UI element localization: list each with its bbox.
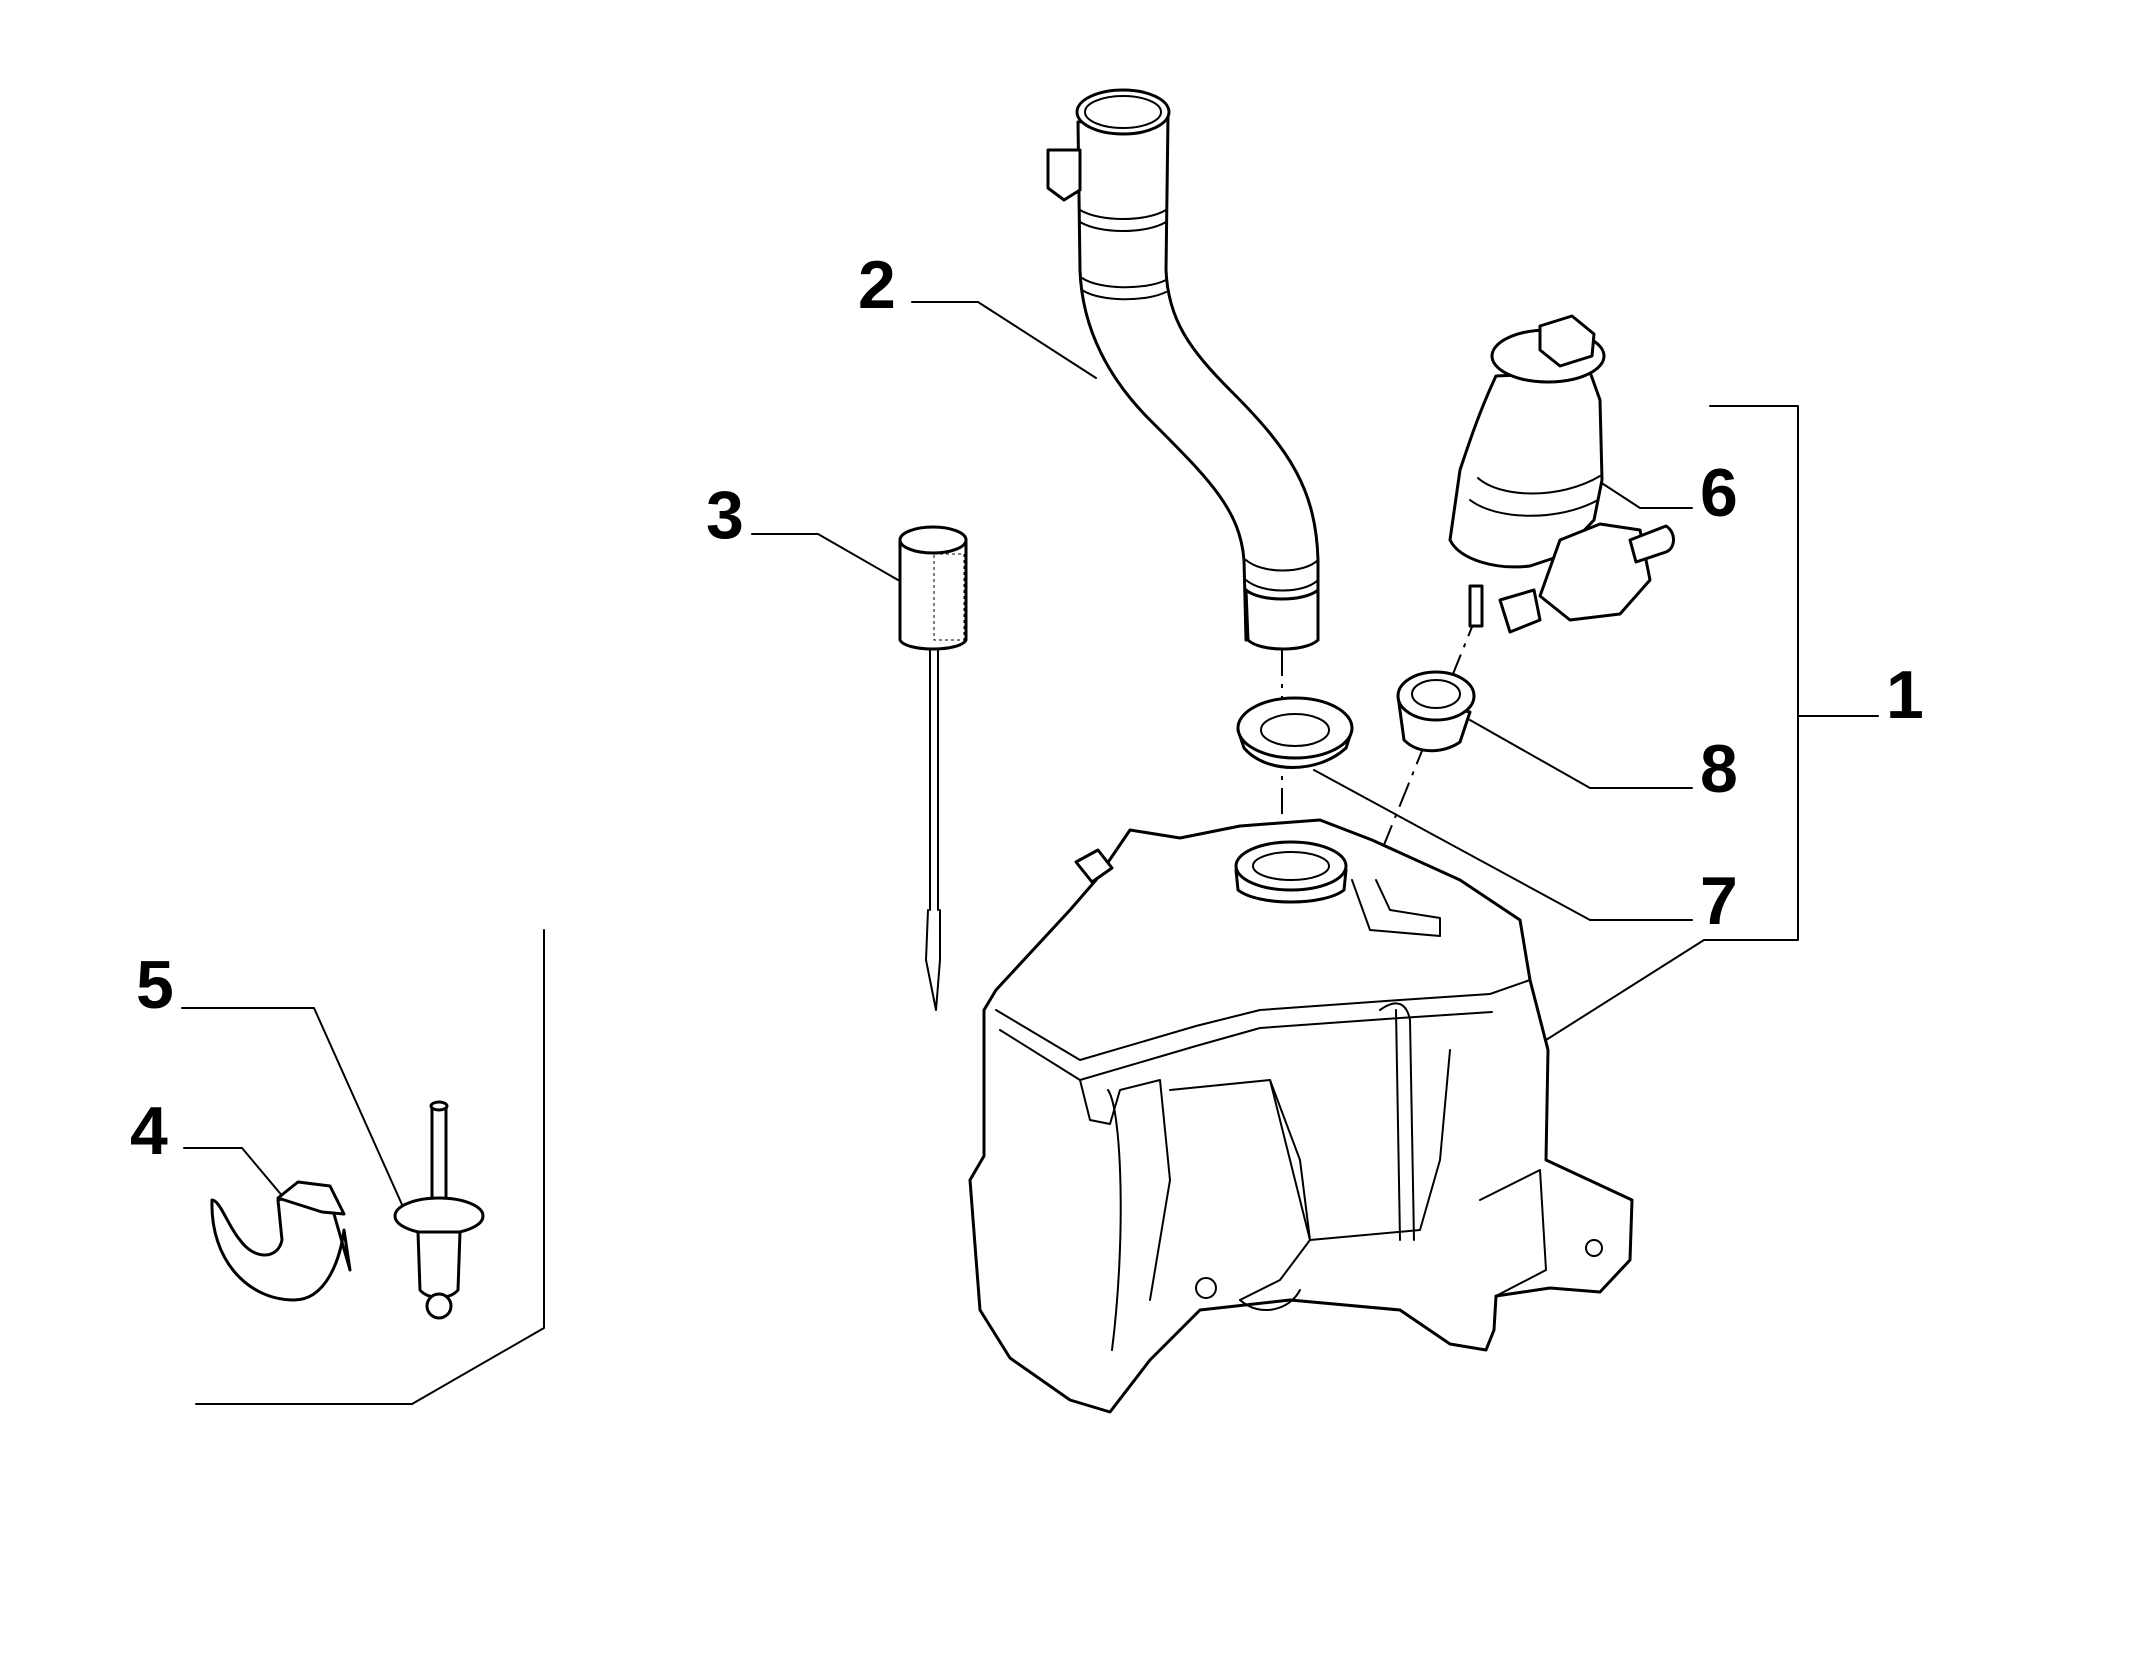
washer-reservoir-tank bbox=[968, 818, 1634, 1414]
callout-number-2: 2 bbox=[858, 247, 896, 323]
callout-number-8: 8 bbox=[1700, 731, 1738, 807]
callout-number-1: 1 bbox=[1886, 657, 1924, 733]
callout-number-3: 3 bbox=[706, 477, 744, 553]
leader-line-3 bbox=[751, 533, 899, 581]
leader-line-2 bbox=[911, 301, 1097, 379]
callout-number-6: 6 bbox=[1700, 455, 1738, 531]
leader-line-1-tank bbox=[1545, 939, 1765, 1041]
kit-group-outline bbox=[195, 929, 545, 1405]
leader-line-6 bbox=[1593, 477, 1693, 509]
mounting-clip bbox=[210, 1180, 352, 1302]
level-sensor bbox=[898, 525, 968, 1011]
leader-line-7 bbox=[1313, 769, 1693, 921]
group-bracket-1 bbox=[1709, 405, 1799, 941]
filler-neck-hose bbox=[1046, 88, 1320, 651]
leader-lines bbox=[181, 301, 1879, 1405]
leader-line-4 bbox=[183, 1147, 285, 1199]
push-rivet bbox=[393, 1100, 485, 1320]
leader-line-8 bbox=[1469, 719, 1693, 789]
callout-number-4: 4 bbox=[130, 1093, 168, 1169]
pump-grommet bbox=[1396, 670, 1476, 753]
leader-line-5 bbox=[181, 1007, 409, 1219]
callout-number-7: 7 bbox=[1700, 863, 1738, 939]
callout-number-5: 5 bbox=[136, 947, 174, 1023]
neck-seal bbox=[1236, 696, 1354, 769]
washer-pump bbox=[1448, 314, 1675, 634]
